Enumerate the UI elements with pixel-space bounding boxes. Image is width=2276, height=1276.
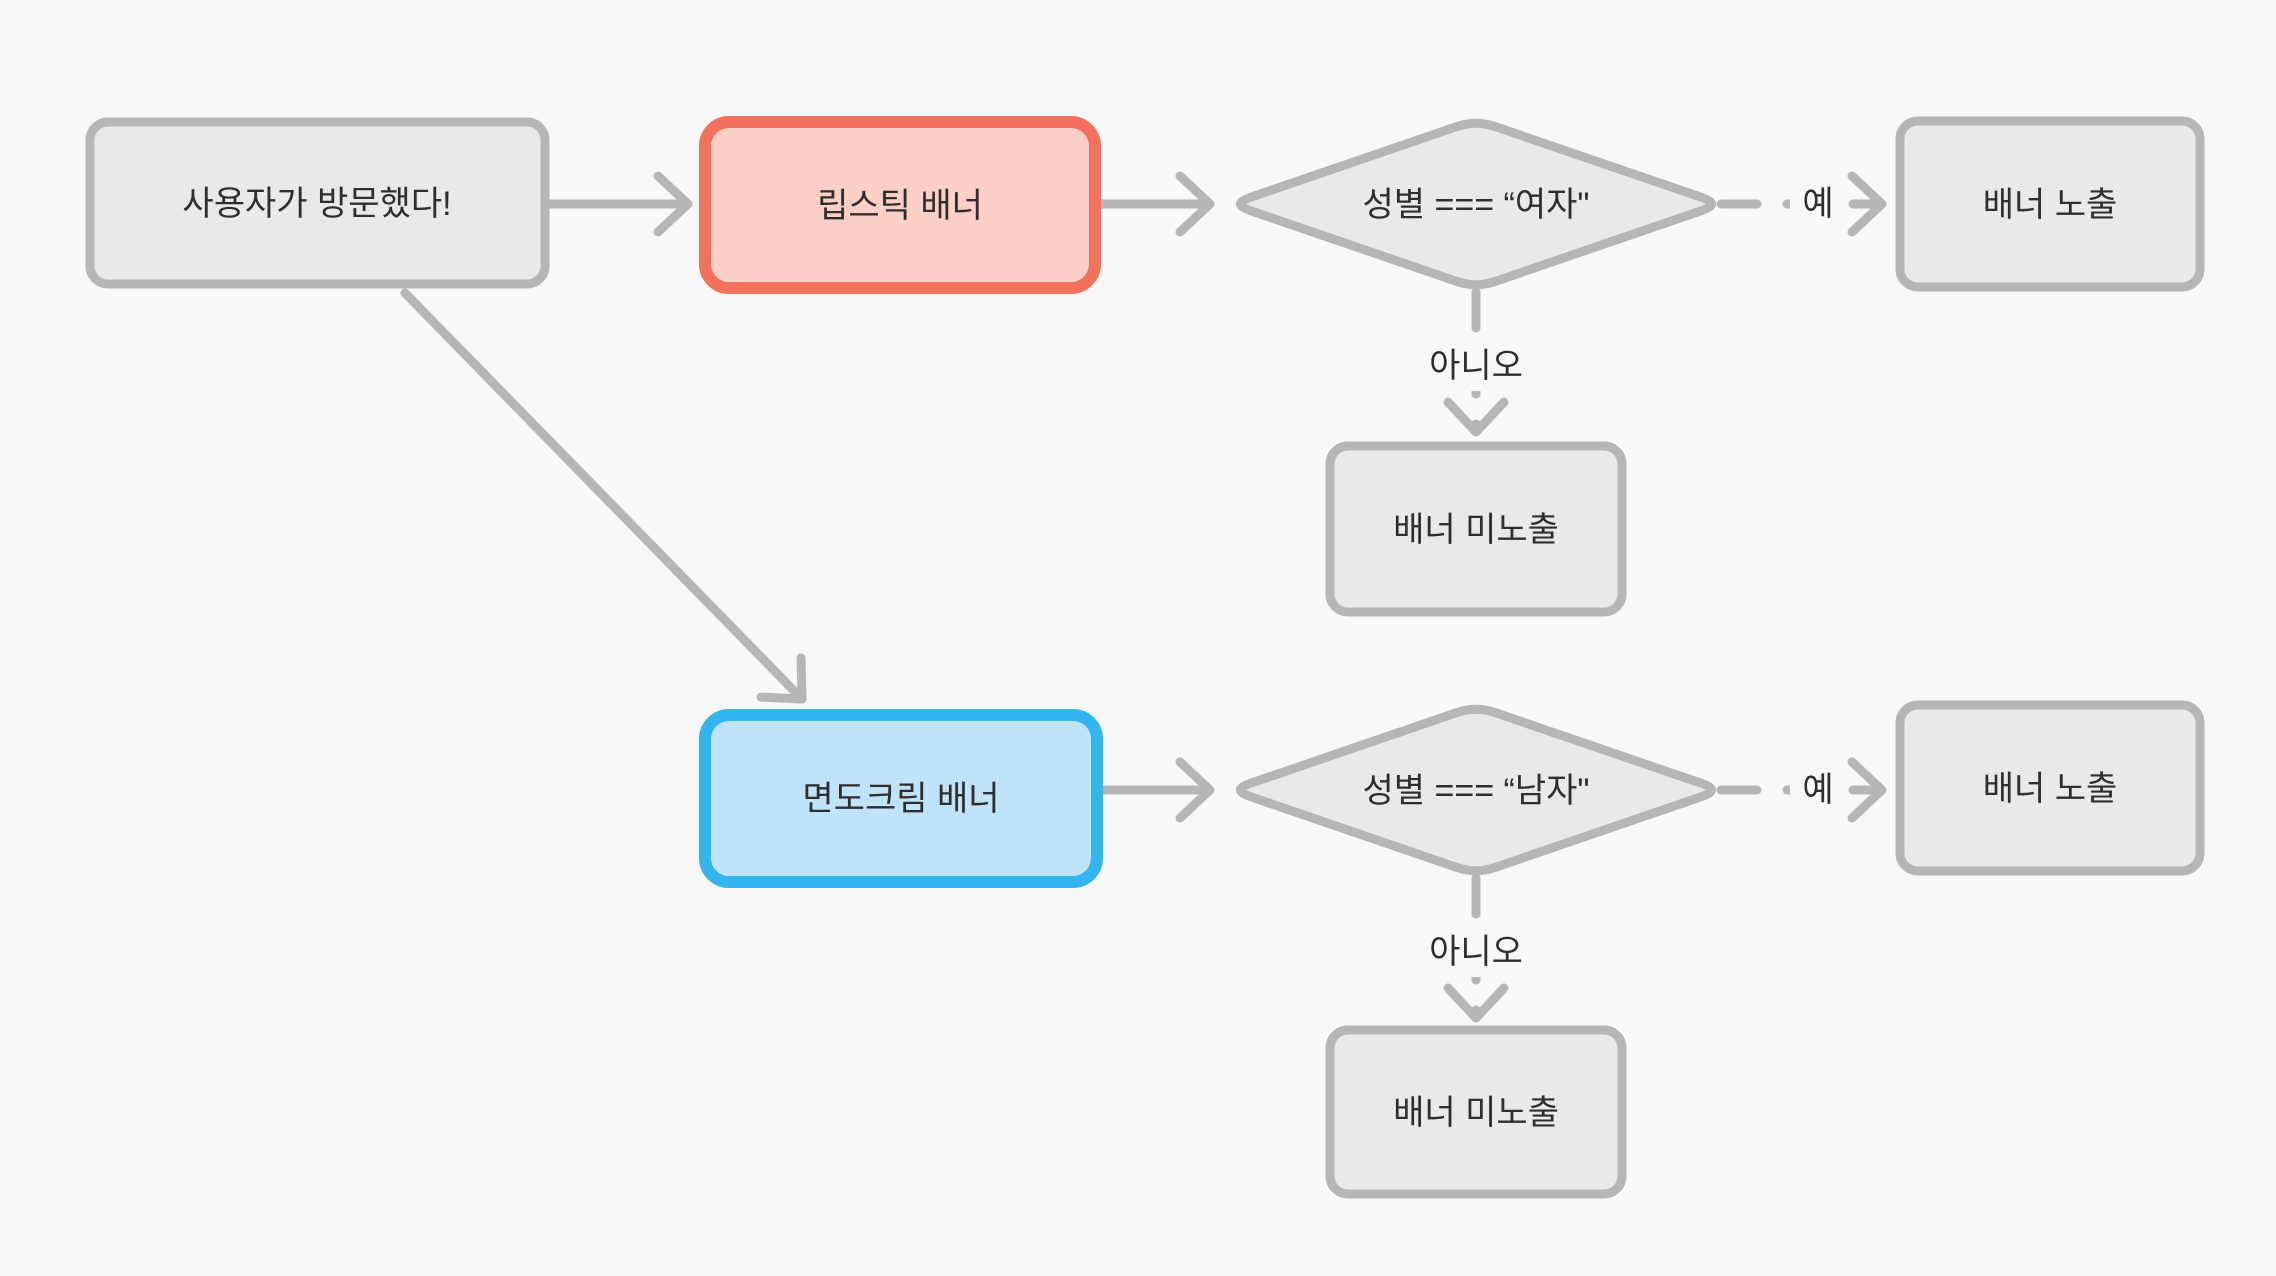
edge-label-bg [1411,927,1541,977]
node-female-check[interactable]: 성별 === “여자" [1236,118,1716,290]
node-banner-shown-1[interactable]: 배너 노출 [1895,116,2205,292]
edge-label-bg [1790,179,1846,229]
edge-start-to-shaving [400,288,807,704]
edge-label-yes-2: 예 [1790,765,1846,815]
shaving-banner-box [699,709,1103,888]
banner-hidden-2-box [1325,1025,1627,1199]
node-banner-hidden-2[interactable]: 배너 미노출 [1325,1025,1627,1199]
node-start[interactable]: 사용자가 방문했다! [85,117,550,289]
banner-shown-1-label: 배너 노출 [1983,186,2118,224]
start-box [85,117,550,289]
male-check-label: 성별 === “남자" [1363,772,1590,810]
banner-shown-2-label: 배너 노출 [1983,770,2118,808]
banner-hidden-2-label: 배너 미노출 [1393,1094,1559,1132]
shaving-banner-label: 면도크림 배너 [802,780,999,818]
edge-label-bg [1790,765,1846,815]
edge-label-no-1: 아니오 [1411,341,1541,391]
edge-label-text: 아니오 [1429,347,1523,385]
banner-shown-1-box [1895,116,2205,292]
female-check-diamond [1236,118,1716,290]
edge-label-no-2: 아니오 [1411,927,1541,977]
lipstick-banner-box [699,116,1101,294]
start-label: 사용자가 방문했다! [182,185,451,223]
node-lipstick-banner[interactable]: 립스틱 배너 [699,116,1101,294]
male-check-diamond [1236,704,1716,876]
lipstick-banner-label: 립스틱 배너 [817,187,983,225]
node-male-check[interactable]: 성별 === “남자" [1236,704,1716,876]
edge-label-text: 아니오 [1429,933,1523,971]
edge-label-text: 예 [1802,771,1833,809]
banner-hidden-1-label: 배너 미노출 [1393,511,1559,549]
edge-label-bg [1411,341,1541,391]
node-banner-hidden-1[interactable]: 배너 미노출 [1325,441,1627,617]
banner-shown-2-box [1895,700,2205,876]
female-check-label: 성별 === “여자" [1363,186,1590,224]
node-shaving-banner[interactable]: 면도크림 배너 [699,709,1103,888]
edge-label-yes-1: 예 [1790,179,1846,229]
banner-hidden-1-box [1325,441,1627,617]
node-banner-shown-2[interactable]: 배너 노출 [1895,700,2205,876]
edge-label-text: 예 [1802,185,1833,223]
